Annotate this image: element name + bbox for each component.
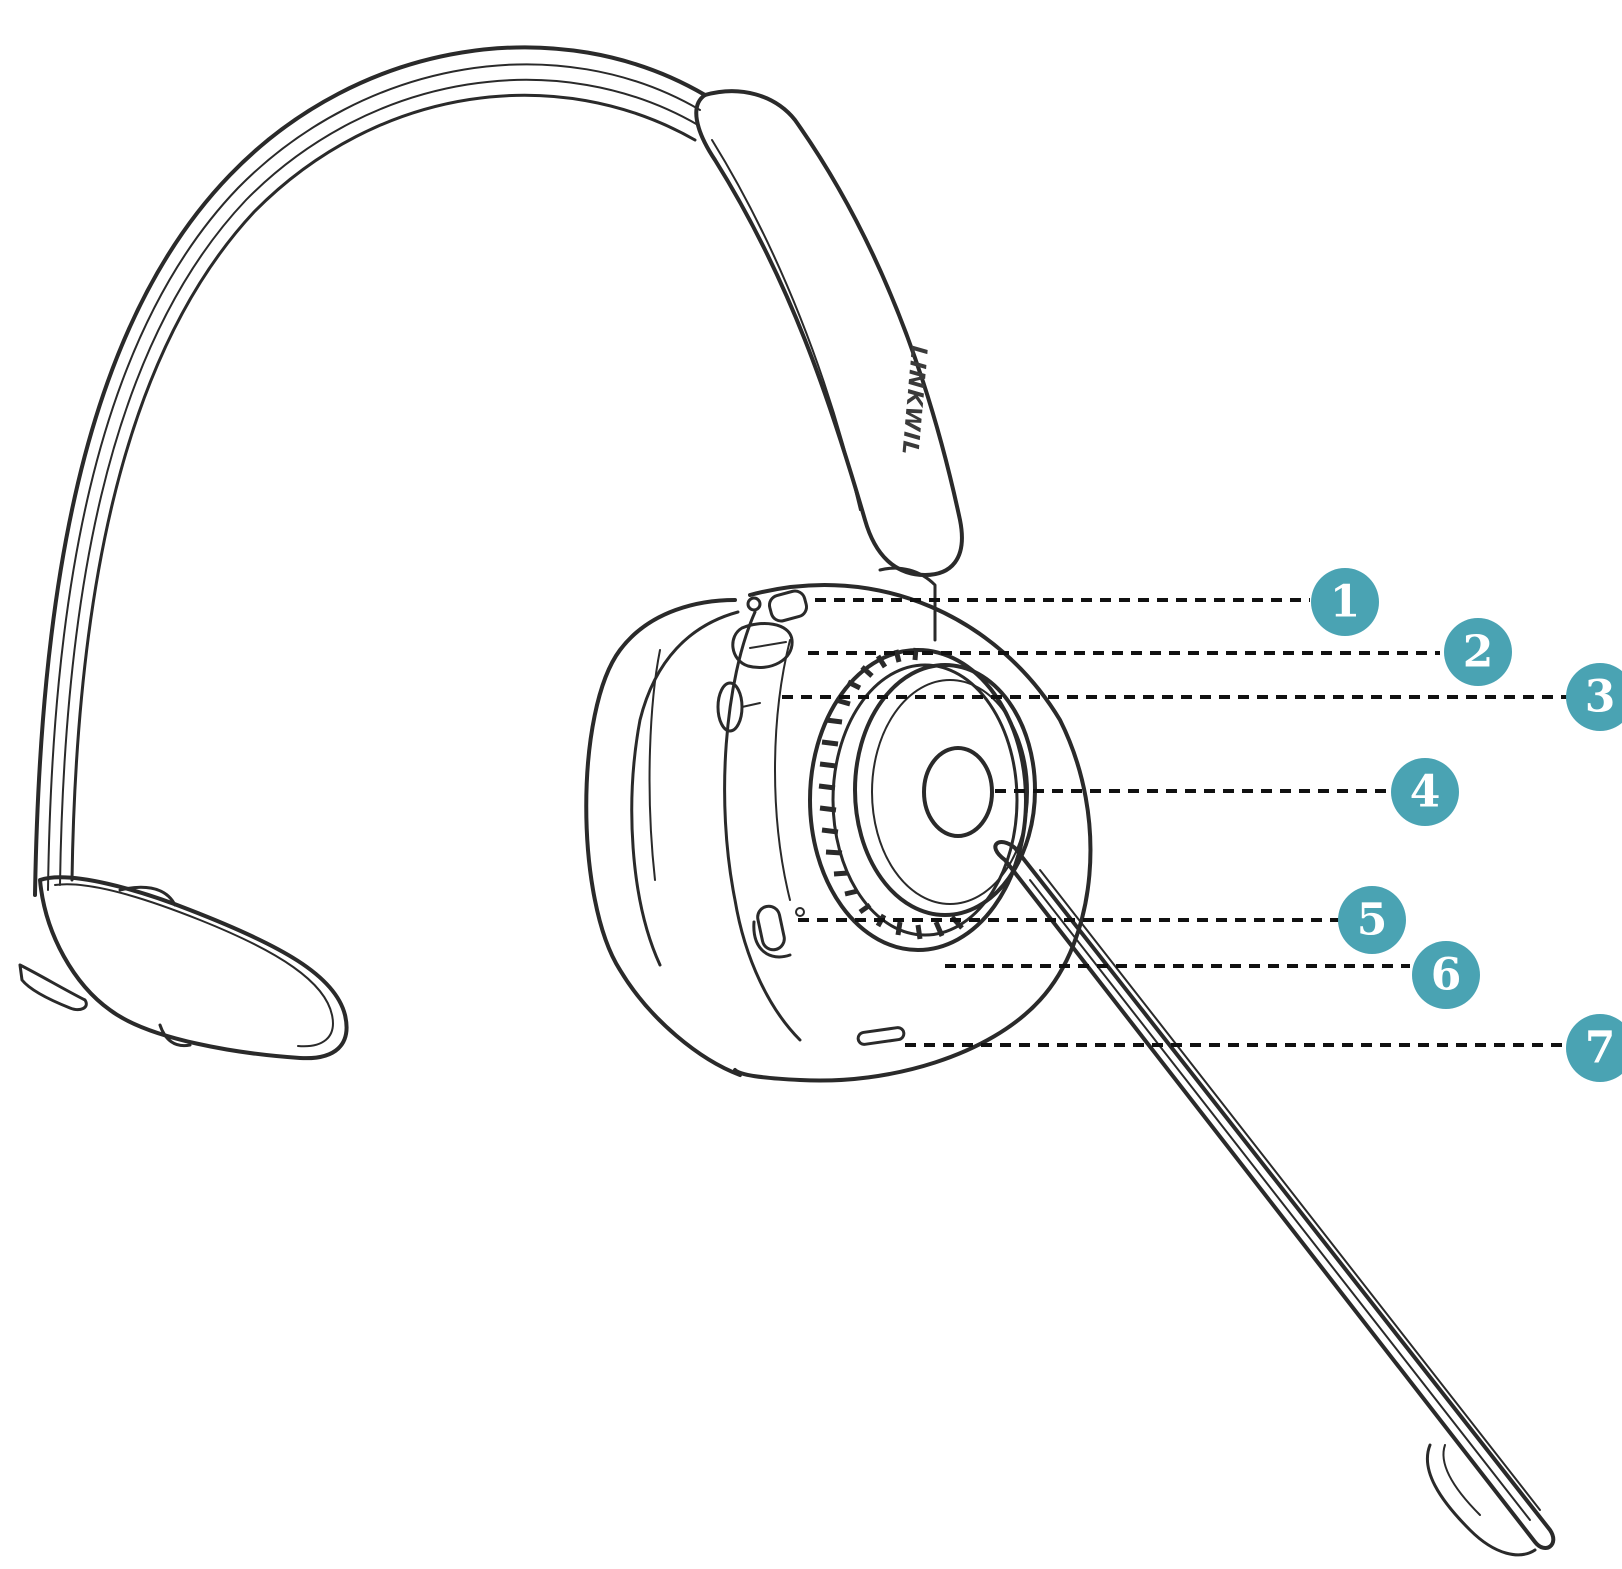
callout-7-number: 7 [1585,1023,1616,1074]
callout-6: 6 [1412,941,1480,1009]
callout-2-number: 2 [1463,627,1494,678]
mic-boom [995,842,1553,1555]
callout-2: 2 [1444,618,1512,686]
callout-3-number: 3 [1585,672,1616,723]
callout-6-number: 6 [1431,950,1462,1001]
brand-logo-text: LINKWIL [896,344,931,456]
temple-pad [20,877,347,1058]
callout-4-number: 4 [1410,767,1441,818]
callout-1-number: 1 [1330,577,1361,628]
callout-5: 5 [1338,886,1406,954]
callout-1: 1 [1311,568,1379,636]
callouts: 1 2 3 4 5 6 7 [1311,568,1622,1082]
multi-function-button [924,748,992,836]
callout-7: 7 [1566,1014,1622,1082]
mic-icon-button [754,904,804,957]
callout-5-number: 5 [1357,895,1388,946]
headband-pad: LINKWIL [696,91,962,575]
charging-port [857,1027,904,1045]
center-cap [855,665,1035,915]
side-controls [718,589,809,731]
headband [35,47,705,895]
callout-4: 4 [1391,758,1459,826]
callout-3: 3 [1566,663,1622,731]
